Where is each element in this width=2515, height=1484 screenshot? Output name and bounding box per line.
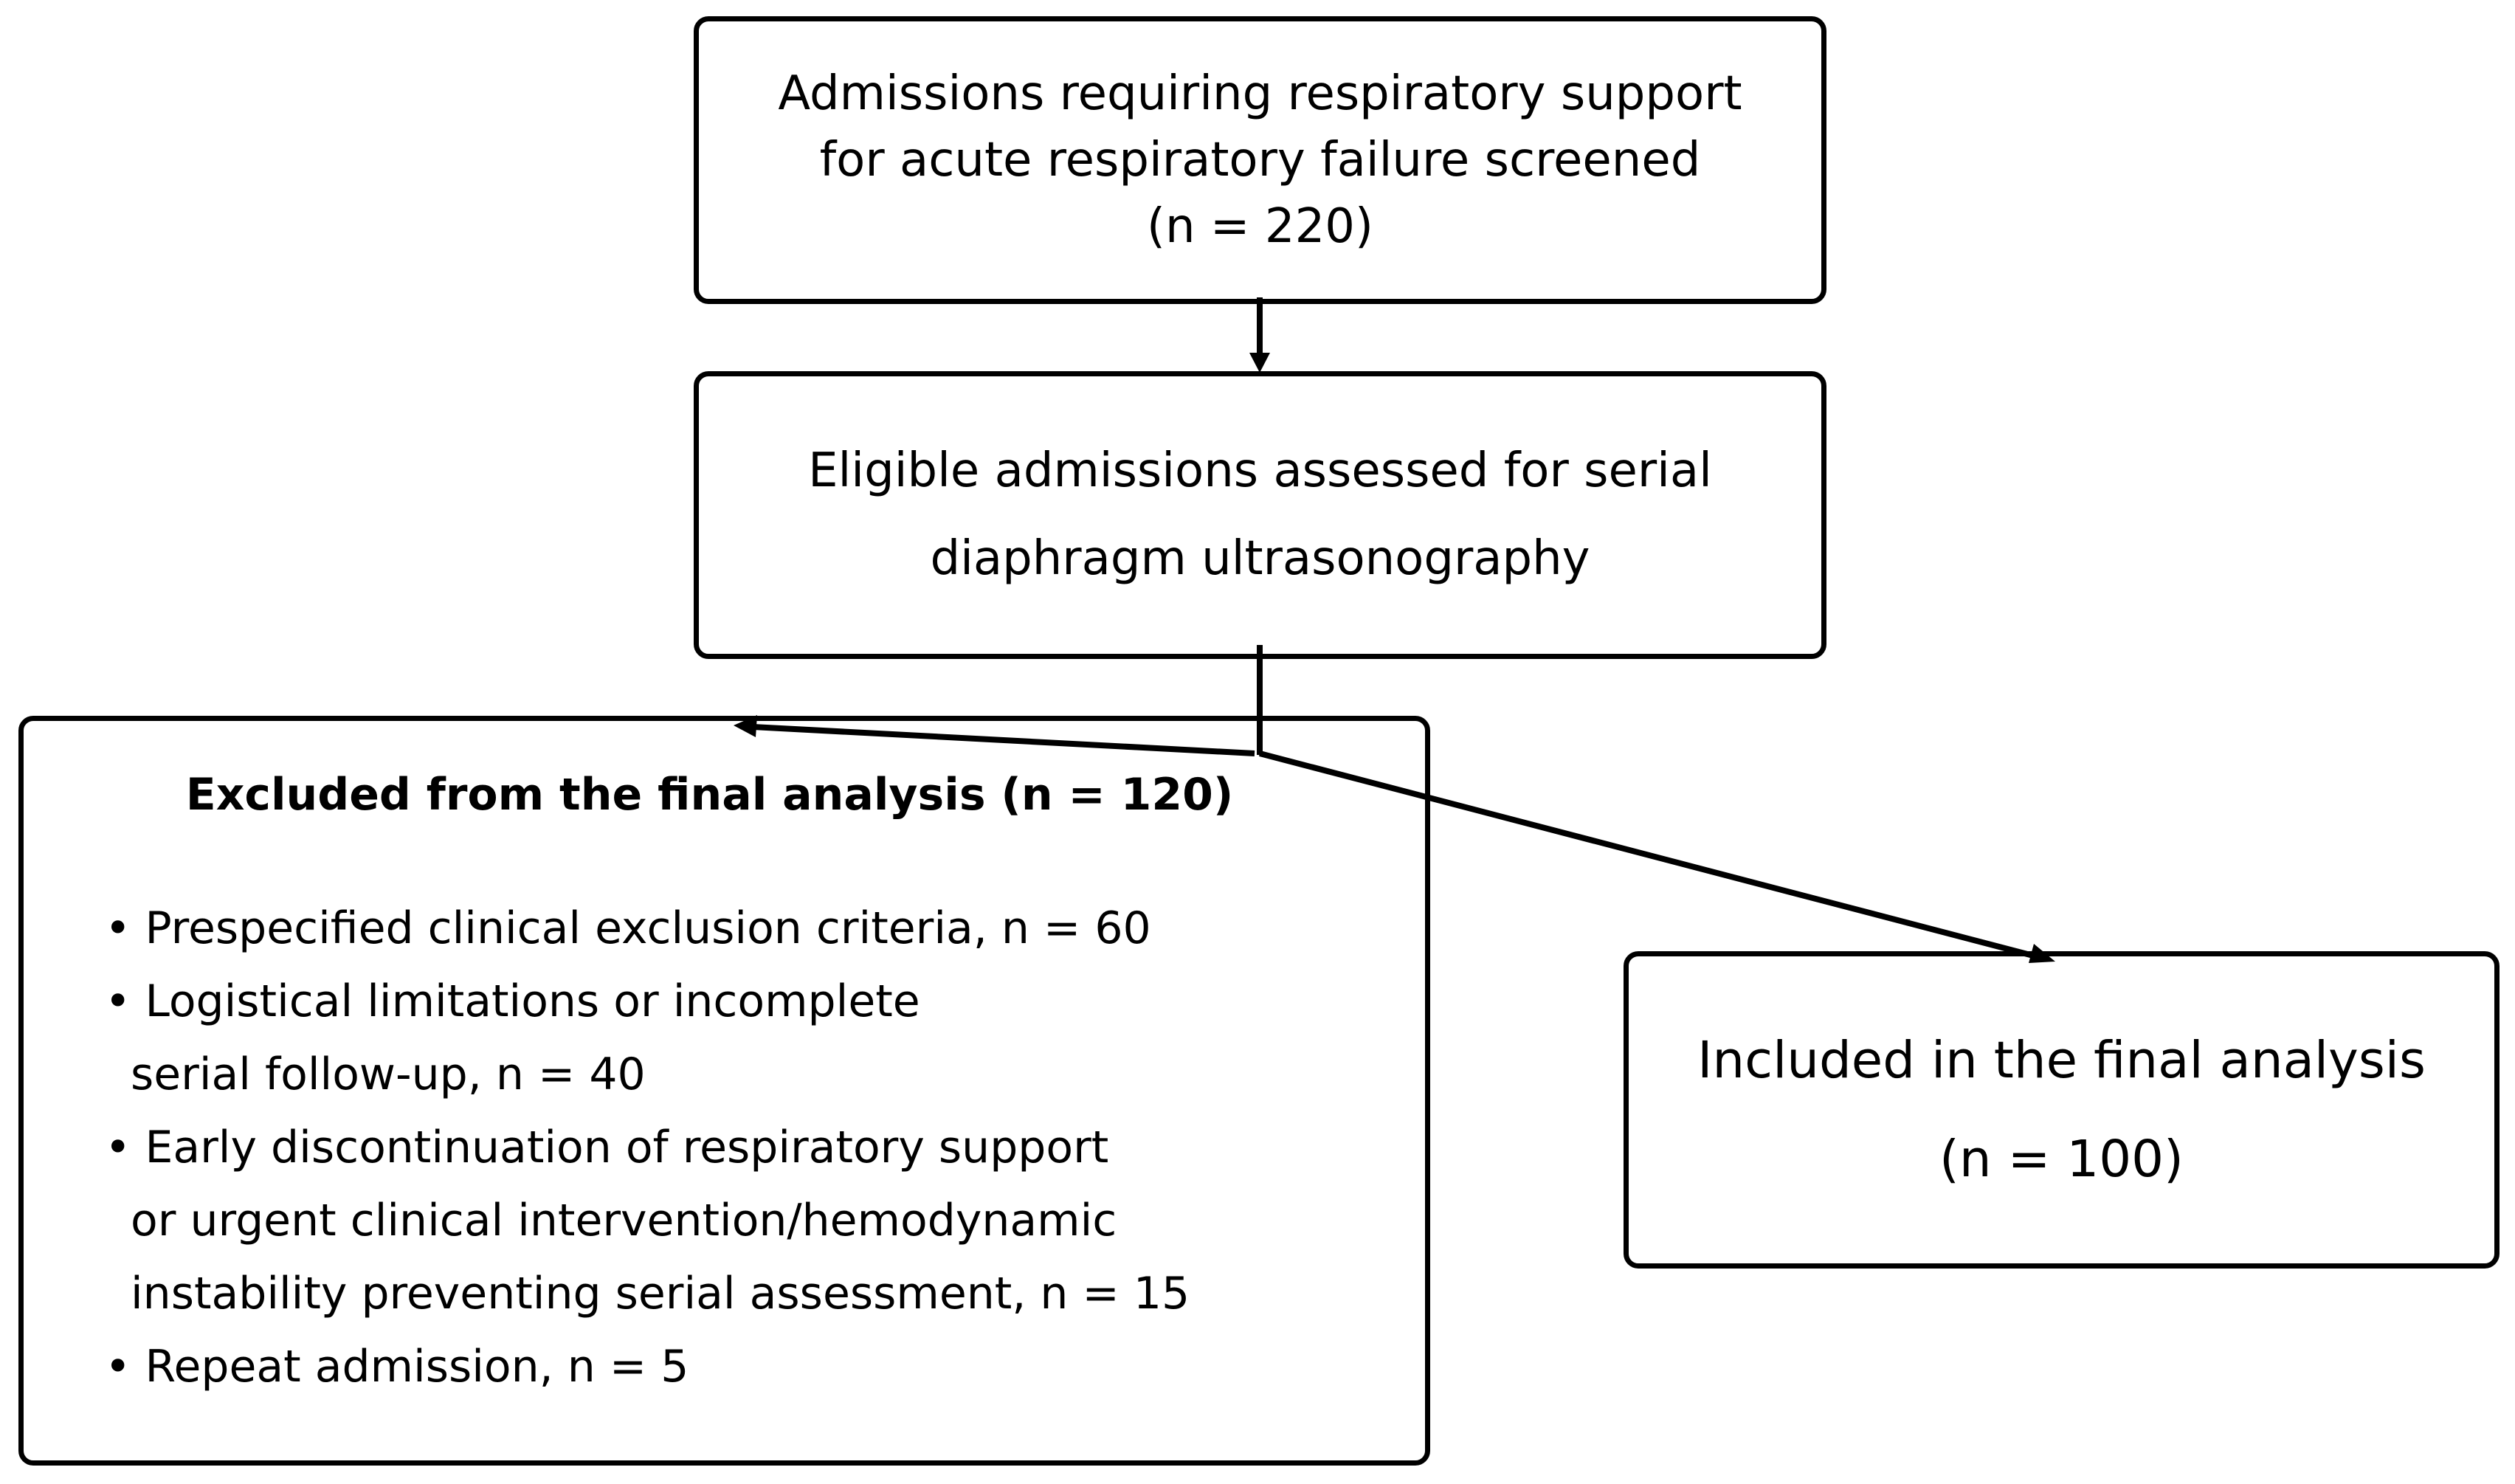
arrow-to-excluded <box>752 724 1255 756</box>
exclusion-reason-early-discontinuation: • Early discontinuation of respiratory s… <box>105 1122 1109 1173</box>
screened-line-2: for acute respiratory failure screened <box>819 133 1701 187</box>
eligible-line-2: diaphragm ultrasonography <box>930 531 1590 586</box>
excluded-box: Excluded from the final analysis (n = 12… <box>18 716 1430 1466</box>
screened-box: Admissions requiring respiratory support… <box>694 16 1826 304</box>
exclusion-reason-logistical-cont: serial follow-up, n = 40 <box>131 1049 646 1100</box>
exclusion-reason-logistical: • Logistical limitations or incomplete <box>105 976 920 1027</box>
screened-line-1: Admissions requiring respiratory support <box>778 66 1742 121</box>
eligible-line-1: Eligible admissions assessed for serial <box>808 444 1712 498</box>
exclusion-reason-early-discontinuation-cont-1: or urgent clinical intervention/hemodyna… <box>131 1195 1117 1246</box>
exclusion-reason-clinical-criteria: • Prespecified clinical exclusion criter… <box>105 903 1151 954</box>
arrowhead-right <box>2029 944 2055 963</box>
excluded-title: Excluded from the final analysis (n = 12… <box>185 769 1234 821</box>
screened-count: (n = 220) <box>1147 199 1373 254</box>
eligible-box: Eligible admissions assessed for serial … <box>694 371 1826 659</box>
exclusion-reasons-list: • Prespecified clinical exclusion criter… <box>105 892 1190 1404</box>
included-line-1: Included in the final analysis <box>1697 1031 2426 1090</box>
arrow-to-included <box>1258 750 2035 959</box>
exclusion-reason-repeat-admission: • Repeat admission, n = 5 <box>105 1341 689 1392</box>
arrowhead-down <box>1249 353 1270 373</box>
included-count: (n = 100) <box>1939 1130 2184 1189</box>
exclusion-reason-early-discontinuation-cont-2: instability preventing serial assessment… <box>131 1268 1190 1319</box>
included-box: Included in the final analysis (n = 100) <box>1624 951 2500 1269</box>
arrowhead-left <box>734 715 757 737</box>
